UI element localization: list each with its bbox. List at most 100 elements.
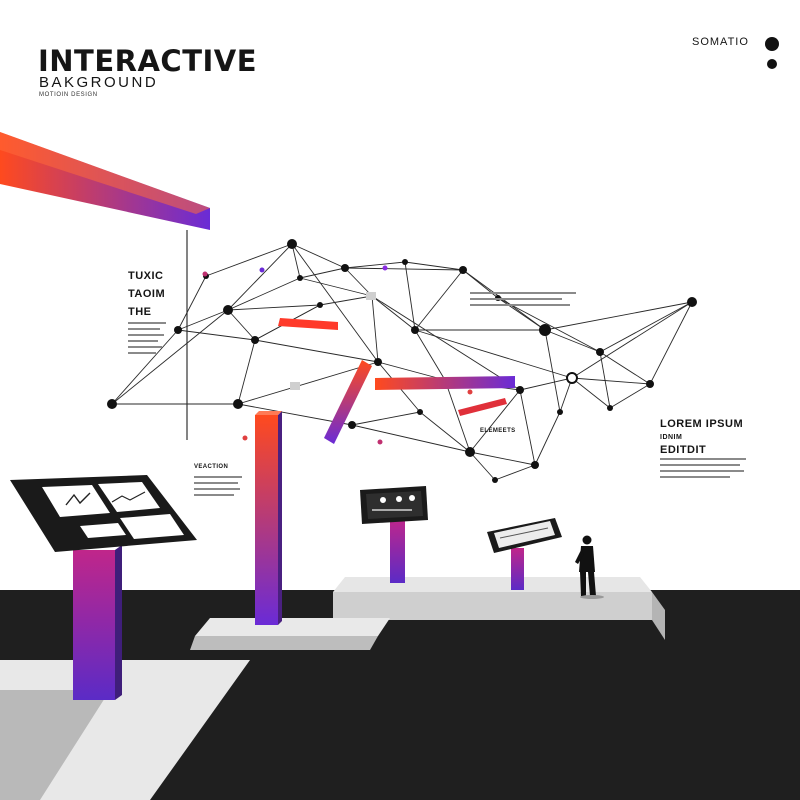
network-edge: [414, 329, 446, 381]
network-edge: [227, 243, 293, 311]
float-bar-2: [375, 376, 515, 390]
network-node: [411, 326, 419, 334]
network-edge: [351, 424, 471, 453]
network-node: [646, 380, 654, 388]
network-square: [290, 382, 300, 390]
left-label-line: TUXIC: [128, 270, 164, 282]
middle-kiosk-dial-2: [396, 496, 402, 502]
network-accent-dot: [467, 389, 473, 395]
middle-kiosk-post: [390, 518, 405, 583]
network-node: [233, 399, 243, 409]
network-edge: [237, 339, 256, 405]
middle-kiosk-dial-1: [380, 497, 386, 503]
network-edge: [177, 275, 207, 331]
network-edge: [494, 464, 536, 481]
right-text-lines: [660, 458, 748, 482]
network-edge: [599, 301, 693, 353]
left-kiosk-chart-mark-2: [111, 491, 146, 503]
network-edge: [469, 389, 521, 453]
network-edge: [609, 383, 651, 409]
dots-icon: [765, 37, 779, 69]
network-edge: [205, 243, 293, 277]
network-edge: [344, 267, 464, 271]
network-edge: [344, 261, 406, 269]
network-accent-dot: [259, 267, 265, 273]
float-bar-4: [458, 398, 507, 416]
float-bar-3: [324, 360, 372, 444]
network-ring-node: [566, 372, 578, 384]
network-edge: [519, 389, 536, 466]
network-text-lines: [470, 292, 578, 310]
network-edge: [497, 297, 601, 353]
network-node: [348, 421, 356, 429]
network-edge: [299, 277, 373, 297]
right-kiosk-post: [511, 548, 524, 590]
network-node: [417, 409, 423, 415]
left-kiosk-screen-2: [98, 482, 160, 512]
network-node: [223, 305, 233, 315]
network-edge: [404, 261, 416, 331]
right-platform-side: [652, 592, 665, 640]
network-edge: [299, 267, 346, 279]
network-node: [531, 461, 539, 469]
network-edge: [237, 361, 379, 405]
network-node: [539, 324, 551, 336]
right-heading-line: EDITDIT: [660, 444, 707, 456]
network-edge: [227, 277, 301, 311]
network-edge: [111, 309, 229, 405]
network-node: [287, 239, 297, 249]
page-tagline: MOTIOIN DESIGN: [39, 92, 98, 98]
network-edge: [469, 451, 536, 466]
network-edge: [319, 295, 373, 306]
network-edge: [599, 351, 651, 385]
left-kiosk-screen-1: [42, 485, 110, 517]
network-edge: [571, 377, 611, 409]
center-pillar-top: [255, 411, 282, 415]
network-edge: [371, 295, 379, 363]
network-node: [492, 477, 498, 483]
network-edge: [559, 377, 573, 413]
left-text-lines: [128, 322, 168, 358]
network-node: [374, 358, 382, 366]
network-accent-dot: [382, 265, 388, 271]
network-accent-dot: [242, 435, 248, 441]
network-edge: [291, 243, 301, 279]
network-edge: [462, 269, 546, 331]
network-node: [174, 326, 182, 334]
network-node: [107, 399, 117, 409]
network-accent-dot: [202, 271, 208, 277]
network-edge: [227, 304, 321, 311]
network-edge: [444, 379, 471, 453]
network-edge: [534, 411, 561, 466]
right-heading: LOREM IPSUM IDNIM EDITDIT: [660, 417, 743, 458]
network-node: [607, 405, 613, 411]
left-kiosk-screen-4: [80, 523, 126, 538]
network-edge: [404, 261, 464, 271]
left-kiosk-post-side: [115, 545, 122, 700]
brand-name: SOMATIO: [692, 36, 749, 48]
network-edge: [599, 351, 611, 409]
network-edge: [291, 243, 346, 269]
pillar-label: VEACTION: [194, 464, 229, 470]
network-node: [557, 409, 563, 415]
center-pillar-side: [278, 411, 282, 625]
floor-shadow: [0, 690, 110, 800]
person-silhouette: [575, 535, 596, 596]
network-edge: [649, 301, 693, 385]
center-pillar: [255, 415, 278, 625]
middle-kiosk-bar: [372, 509, 412, 511]
middle-kiosk-screen: [366, 491, 423, 519]
right-platform-front: [333, 592, 652, 620]
network-node: [251, 336, 259, 344]
left-kiosk-chart-mark: [65, 492, 91, 506]
network-edge: [571, 301, 693, 379]
right-kiosk-screen-line: [499, 527, 549, 539]
left-kiosk-post: [73, 550, 115, 700]
network-edge: [344, 267, 373, 297]
left-label-line: THE: [128, 306, 152, 318]
network-edge: [351, 411, 421, 426]
center-platform-top: [195, 618, 390, 636]
float-bar-1: [278, 318, 338, 330]
network-edge: [371, 295, 521, 391]
